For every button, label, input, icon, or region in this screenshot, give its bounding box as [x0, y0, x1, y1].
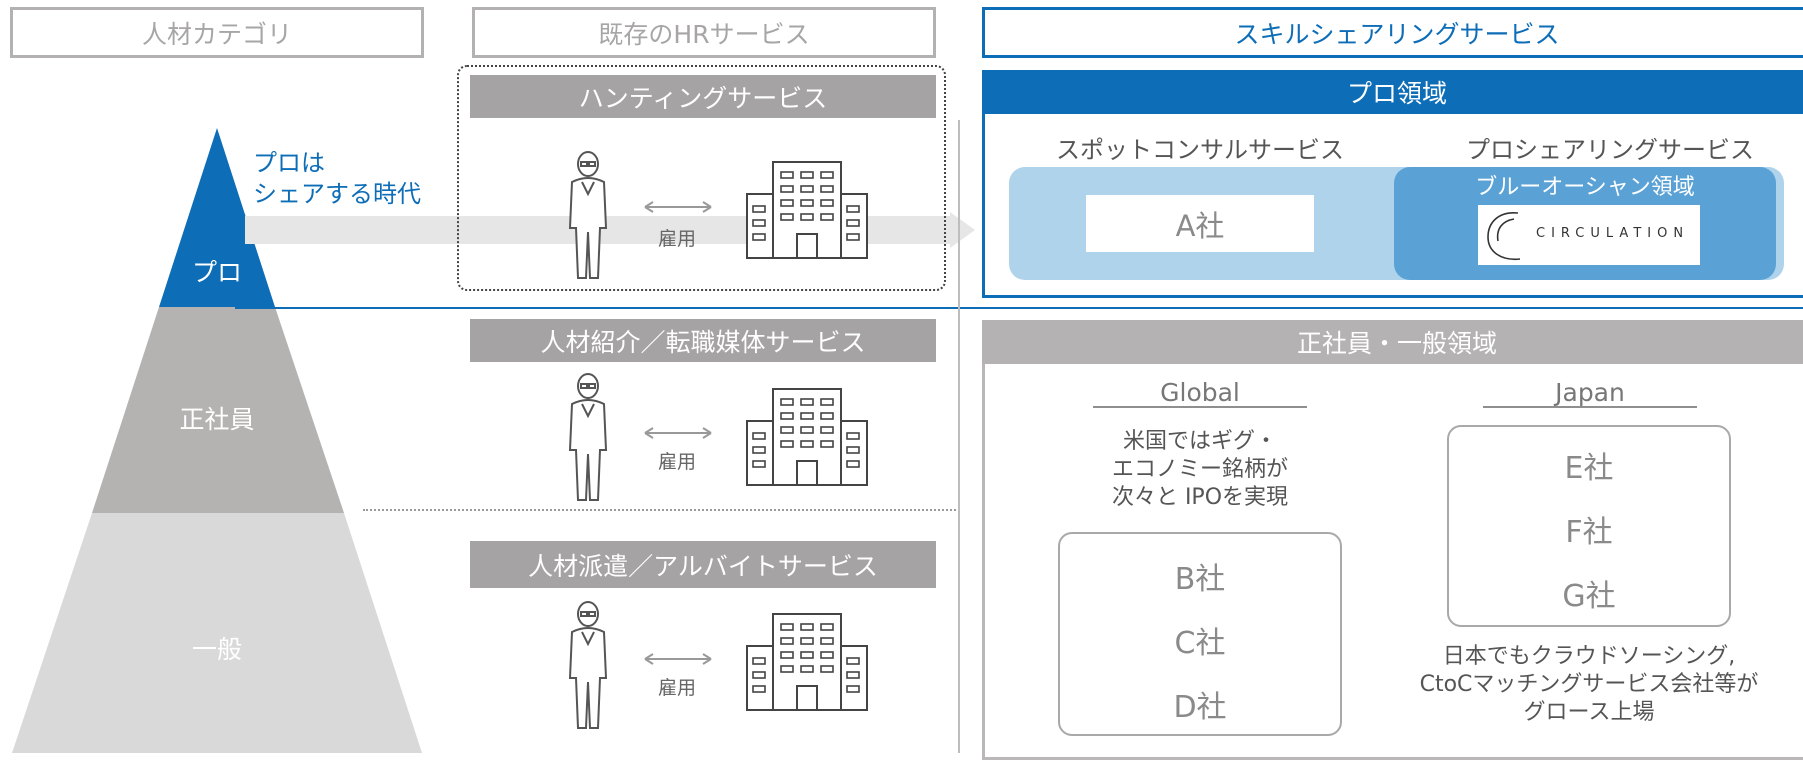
- dispatch-employment-label: 雇用: [658, 677, 697, 699]
- global-label: Global: [1160, 378, 1240, 407]
- japan-underline: [1483, 406, 1697, 408]
- placement-employment-label: 雇用: [658, 451, 697, 473]
- japan-label: Japan: [1555, 378, 1625, 407]
- column-divider: [958, 120, 960, 753]
- company-e: E社: [1564, 451, 1614, 486]
- global-underline: [1093, 406, 1307, 408]
- placement-person-icon: [568, 373, 608, 501]
- japan-note-line1: 日本でもクラウドソーシング,: [1442, 644, 1736, 669]
- pyramid-general-tier: [12, 513, 422, 753]
- hunting-employment-label: 雇用: [658, 228, 697, 250]
- global-note-line3: 次々と IPOを実現: [1111, 485, 1289, 510]
- hunting-dotted-frame: [457, 65, 946, 291]
- dispatch-person-icon: [568, 601, 608, 729]
- pyramid-label-general: 一般: [191, 635, 242, 664]
- company-g: G社: [1562, 579, 1616, 614]
- circulation-wordmark: CIRCULATION: [1536, 226, 1690, 241]
- pro-area-title: プロ領域: [982, 70, 1803, 114]
- pyramid-label-regular: 正社員: [179, 405, 255, 434]
- header-category: 人材カテゴリ: [10, 7, 424, 58]
- regular-general-dotted-line: [363, 509, 960, 511]
- service-hunting: ハンティングサービス: [470, 75, 936, 118]
- global-note: 米国ではギグ・ エコノミー銘柄が 次々と IPOを実現: [1060, 428, 1340, 512]
- header-skill-sharing: スキルシェアリングサービス: [982, 7, 1803, 58]
- placement-employment-arrow: [644, 427, 712, 439]
- global-companies-box: B社 C社 D社: [1058, 532, 1342, 736]
- talent-pyramid: [12, 128, 422, 753]
- pyramid-pro-tier: [159, 128, 275, 307]
- circulation-swirl-icon: [1487, 212, 1521, 261]
- company-f: F社: [1565, 515, 1613, 550]
- blue-ocean-label: ブルーオーシャン領域: [1475, 175, 1695, 200]
- spot-consul-label: スポットコンサルサービス: [1056, 135, 1344, 164]
- pro-tagline: プロは シェアする時代: [253, 148, 421, 210]
- placement-building-icon: [746, 388, 868, 486]
- global-note-line2: エコノミー銘柄が: [1111, 457, 1288, 482]
- pro-tagline-line2: シェアする時代: [253, 180, 421, 208]
- dispatch-building-icon: [746, 613, 868, 711]
- pro-sharing-label: プロシェアリングサービス: [1466, 135, 1754, 164]
- global-note-line1: 米国ではギグ・: [1122, 429, 1277, 454]
- company-a-box: A社: [1086, 195, 1314, 252]
- regular-area-title: 正社員・一般領域: [982, 320, 1803, 364]
- hunting-person-icon: [568, 151, 608, 279]
- company-d: D社: [1173, 690, 1227, 725]
- dispatch-employment-arrow: [644, 653, 712, 665]
- japan-note-line3: グロース上場: [1523, 700, 1655, 725]
- japan-note: 日本でもクラウドソーシング, CtoCマッチングサービス会社等が グロース上場: [1400, 643, 1778, 727]
- company-c: C社: [1174, 626, 1226, 661]
- pyramid-label-pro: プロ: [191, 258, 242, 287]
- circulation-logo: CIRCULATION: [1478, 205, 1700, 265]
- service-placement: 人材紹介／転職媒体サービス: [470, 319, 936, 362]
- header-existing-hr: 既存のHRサービス: [472, 7, 936, 58]
- pro-tagline-line1: プロは: [253, 149, 325, 177]
- pyramid-regular-tier: [92, 307, 344, 513]
- japan-companies-box: E社 F社 G社: [1447, 425, 1731, 627]
- pro-boundary-line: [235, 307, 1803, 309]
- japan-note-line2: CtoCマッチングサービス会社等が: [1419, 672, 1759, 697]
- hunting-building-icon: [746, 161, 868, 259]
- hunting-employment-arrow: [644, 201, 712, 213]
- company-b: B社: [1174, 562, 1226, 597]
- service-dispatch: 人材派遣／アルバイトサービス: [470, 541, 936, 588]
